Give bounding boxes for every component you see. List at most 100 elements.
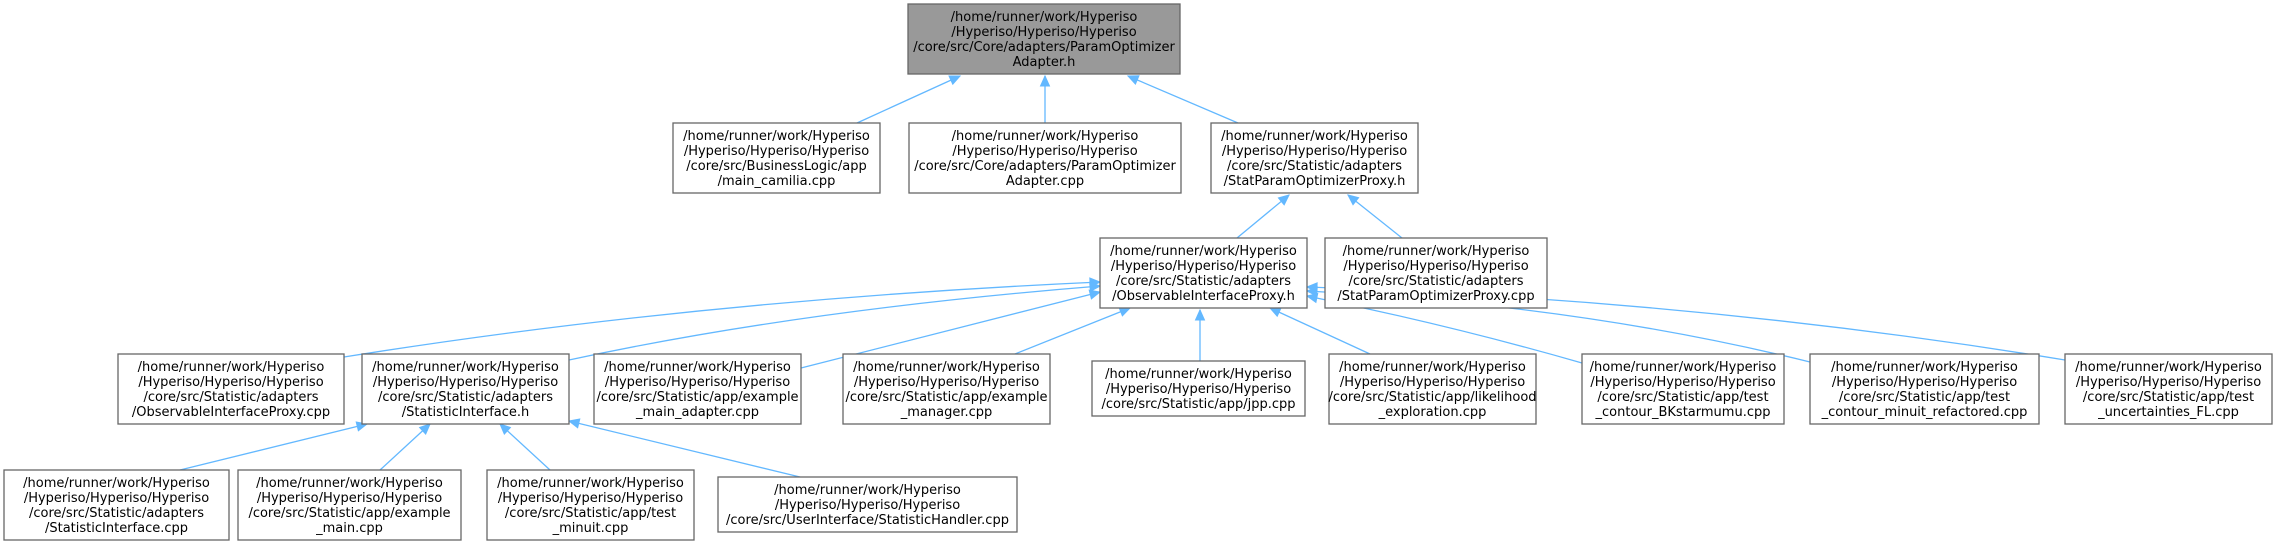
node-label-line: /core/src/Statistic/app/example: [845, 390, 1047, 405]
node-label-line: /home/runner/work/Hyperiso: [952, 129, 1139, 144]
node-label-line: /core/src/BusinessLogic/app: [686, 159, 866, 174]
edge-n8-n4: [800, 289, 1102, 369]
edge-arrowhead: [418, 423, 431, 435]
file-node[interactable]: /home/runner/work/Hyperiso/Hyperiso/Hype…: [842, 353, 1051, 425]
file-node[interactable]: /home/runner/work/Hyperiso/Hyperiso/Hype…: [1210, 122, 1419, 194]
node-label-line: /ObservableInterfaceProxy.h: [1112, 289, 1295, 304]
edge-line: [568, 285, 1101, 361]
edge-n9-n4: [1014, 307, 1132, 355]
node-label-line: /core/src/Statistic/adapters: [144, 390, 319, 405]
edge-line: [568, 420, 801, 478]
edge-line: [343, 281, 1101, 358]
root-node[interactable]: /home/runner/work/Hyperiso/Hyperiso/Hype…: [907, 3, 1181, 75]
edge-line: [1269, 307, 1371, 355]
node-label-line: Adapter.h: [1013, 55, 1076, 70]
node-box: [672, 122, 881, 194]
node-box: [1809, 353, 2040, 425]
node-box: [237, 469, 462, 541]
node-label-line: /Hyperiso/Hyperiso/Hyperiso: [138, 375, 323, 390]
node-label-line: /core/src/Statistic/app/example: [596, 390, 798, 405]
node-box: [908, 122, 1182, 194]
edge-line: [1347, 194, 1403, 239]
edge-n3-n0: [1126, 75, 1239, 124]
node-label-line: /ObservableInterfaceProxy.cpp: [132, 405, 330, 420]
file-node[interactable]: /home/runner/work/Hyperiso/Hyperiso/Hype…: [593, 353, 802, 425]
node-label-line: _contour_BKstarmumu.cpp: [1595, 405, 1771, 420]
node-label-line: Adapter.cpp: [1006, 174, 1084, 189]
node-label-line: /home/runner/work/Hyperiso: [1221, 129, 1408, 144]
edge-arrowhead: [1347, 194, 1360, 206]
edge-arrowhead: [567, 418, 581, 429]
node-label-line: /home/runner/work/Hyperiso: [951, 10, 1138, 25]
node-label-line: /home/runner/work/Hyperiso: [497, 476, 684, 491]
node-label-line: /home/runner/work/Hyperiso: [683, 129, 870, 144]
file-node[interactable]: /home/runner/work/Hyperiso/Hyperiso/Hype…: [1809, 353, 2040, 425]
nodes-layer: /home/runner/work/Hyperiso/Hyperiso/Hype…: [3, 3, 2273, 541]
node-box: [361, 353, 570, 425]
file-node[interactable]: /home/runner/work/Hyperiso/Hyperiso/Hype…: [717, 476, 1018, 533]
file-node[interactable]: /home/runner/work/Hyperiso/Hyperiso/Hype…: [908, 122, 1182, 194]
edge-arrowhead: [1305, 292, 1319, 304]
edge-arrowhead: [1126, 75, 1140, 85]
file-node[interactable]: /home/runner/work/Hyperiso/Hyperiso/Hype…: [1581, 353, 1785, 425]
edge-arrowhead: [499, 423, 512, 435]
edge-n16-n7: [379, 423, 431, 471]
edge-line: [1014, 307, 1131, 355]
file-node[interactable]: /home/runner/work/Hyperiso/Hyperiso/Hype…: [486, 469, 695, 541]
file-node[interactable]: /home/runner/work/Hyperiso/Hyperiso/Hype…: [361, 353, 570, 425]
node-label-line: /core/src/Statistic/app/jpp.cpp: [1101, 397, 1295, 412]
file-node[interactable]: /home/runner/work/Hyperiso/Hyperiso/Hype…: [1328, 353, 1537, 425]
edge-line: [499, 423, 551, 471]
node-label-line: /core/src/Statistic/adapters: [1349, 274, 1524, 289]
file-node[interactable]: /home/runner/work/Hyperiso/Hyperiso/Hype…: [672, 122, 881, 194]
edge-arrowhead: [1305, 282, 1318, 293]
edge-n6-n4: [343, 277, 1102, 358]
node-label-line: _uncertainties_FL.cpp: [2097, 405, 2239, 420]
file-node[interactable]: /home/runner/work/Hyperiso/Hyperiso/Hype…: [117, 353, 345, 425]
node-label-line: /core/src/Statistic/app/likelihood: [1328, 390, 1536, 405]
node-label-line: /main_camilia.cpp: [718, 174, 836, 189]
node-label-line: /Hyperiso/Hyperiso/Hyperiso: [257, 491, 442, 506]
edge-n2-n0: [1039, 74, 1051, 123]
file-node[interactable]: /home/runner/work/Hyperiso/Hyperiso/Hype…: [1099, 237, 1308, 309]
node-label-line: /Hyperiso/Hyperiso/Hyperiso: [1590, 375, 1775, 390]
edge-line: [1236, 194, 1290, 239]
node-label-line: /Hyperiso/Hyperiso/Hyperiso: [951, 25, 1136, 40]
node-label-line: /core/src/Core/adapters/ParamOptimizer: [913, 40, 1175, 55]
node-label-line: /Hyperiso/Hyperiso/Hyperiso: [775, 498, 960, 513]
node-label-line: /Hyperiso/Hyperiso/Hyperiso: [952, 144, 1137, 159]
edge-n17-n7: [499, 423, 551, 471]
node-box: [1099, 237, 1308, 309]
file-node[interactable]: /home/runner/work/Hyperiso/Hyperiso/Hype…: [3, 469, 230, 541]
node-box: [1581, 353, 1785, 425]
node-label-line: /StatisticInterface.cpp: [45, 521, 188, 536]
file-node[interactable]: /home/runner/work/Hyperiso/Hyperiso/Hype…: [2064, 353, 2273, 425]
node-label-line: /Hyperiso/Hyperiso/Hyperiso: [498, 491, 683, 506]
file-node[interactable]: /home/runner/work/Hyperiso/Hyperiso/Hype…: [1091, 360, 1306, 417]
file-node[interactable]: /home/runner/work/Hyperiso/Hyperiso/Hype…: [237, 469, 462, 541]
node-label-line: /Hyperiso/Hyperiso/Hyperiso: [1832, 375, 2017, 390]
edge-arrowhead: [1039, 74, 1051, 87]
node-label-line: /home/runner/work/Hyperiso: [23, 476, 210, 491]
node-box: [117, 353, 345, 425]
node-box: [3, 469, 230, 541]
node-label-line: /home/runner/work/Hyperiso: [2075, 360, 2262, 375]
edge-arrowhead: [1277, 194, 1290, 206]
node-label-line: /home/runner/work/Hyperiso: [1343, 244, 1530, 259]
edge-arrowhead: [948, 75, 962, 86]
file-node[interactable]: /home/runner/work/Hyperiso/Hyperiso/Hype…: [1324, 237, 1548, 309]
node-label-line: /home/runner/work/Hyperiso: [1339, 360, 1526, 375]
edge-n5-n3: [1347, 194, 1403, 239]
node-label-line: /home/runner/work/Hyperiso: [372, 360, 559, 375]
node-box: [1091, 360, 1306, 417]
edge-line: [379, 423, 431, 471]
node-label-line: /core/src/Statistic/app/test: [505, 506, 676, 521]
node-label-line: /Hyperiso/Hyperiso/Hyperiso: [1111, 259, 1296, 274]
node-box: [842, 353, 1051, 425]
node-label-line: /home/runner/work/Hyperiso: [138, 360, 325, 375]
node-label-line: /core/src/Statistic/app/test: [1839, 390, 2010, 405]
node-box: [1324, 237, 1548, 309]
node-label-line: _contour_minuit_refactored.cpp: [1821, 405, 2028, 420]
node-label-line: /home/runner/work/Hyperiso: [1831, 360, 2018, 375]
